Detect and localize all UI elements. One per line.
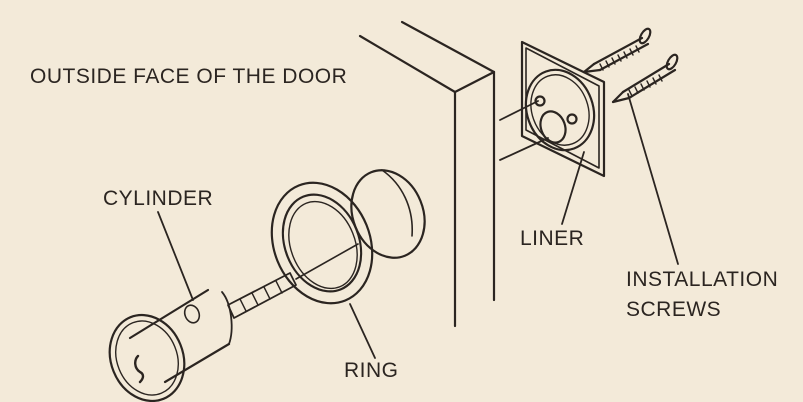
- ring-leader: [349, 303, 376, 359]
- outside-face-label: OUTSIDE FACE OF THE DOOR: [30, 65, 348, 88]
- cylinder-leader: [157, 211, 194, 301]
- installation-screw-upper: [582, 27, 652, 74]
- liner-label: LINER: [520, 227, 585, 250]
- cylinder-tailpiece: [227, 243, 359, 319]
- leader-lines: [157, 93, 679, 359]
- alignment-lines: [499, 100, 549, 161]
- installation-screw-lower: [611, 53, 679, 104]
- cylinder-body: [108, 288, 233, 402]
- cylinder-label: CYLINDER: [103, 187, 214, 210]
- installation-screws-label-line2: SCREWS: [626, 298, 722, 321]
- screws-leader: [627, 93, 679, 265]
- ring-label: RING: [344, 359, 399, 382]
- installation-screws-label-line1: INSTALLATION: [626, 268, 779, 291]
- door-edge: [358, 20, 496, 328]
- liner-plate: [520, 40, 606, 178]
- liner-leader: [561, 151, 585, 225]
- ring-backing-cup: [350, 169, 426, 259]
- installation-screws-label: INSTALLATION SCREWS: [626, 265, 778, 325]
